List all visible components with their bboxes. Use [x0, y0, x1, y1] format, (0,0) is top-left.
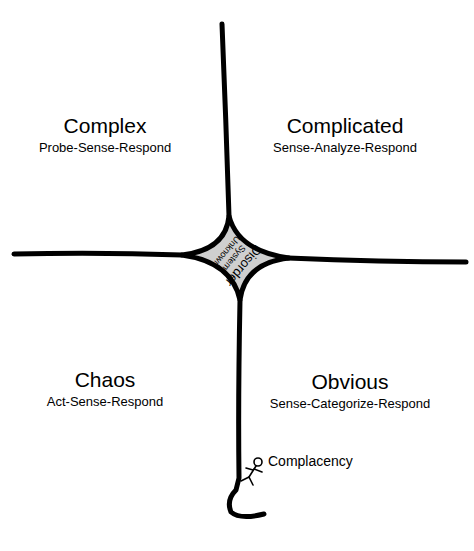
domain-name: Complicated — [245, 113, 445, 139]
domain-region: ObviousSense-Categorize-Respond — [245, 369, 455, 419]
disorder-region: DisorderSystem Unknown — [180, 213, 292, 303]
domain-name: Obvious — [245, 369, 455, 395]
domain-approach: Sense-Analyze-Respond — [245, 139, 445, 156]
domain-name: Chaos — [5, 367, 205, 393]
upper-boundary — [222, 24, 229, 216]
domain-name: Complex — [5, 113, 205, 139]
domain-region: ChaosAct-Sense-Respond — [5, 367, 205, 417]
cliff-boundary — [229, 300, 264, 517]
right-boundary — [288, 258, 466, 262]
domain-approach: Act-Sense-Respond — [5, 393, 205, 410]
domain-approach: Probe-Sense-Respond — [5, 139, 205, 156]
domain-approach: Sense-Categorize-Respond — [245, 395, 455, 412]
domain-region: ComplicatedSense-Analyze-Respond — [245, 113, 445, 163]
annotation-label: Complacency — [268, 453, 353, 469]
domain-region: ComplexProbe-Sense-Respond — [5, 113, 205, 163]
falling-figure — [241, 458, 262, 485]
left-boundary — [14, 253, 182, 255]
